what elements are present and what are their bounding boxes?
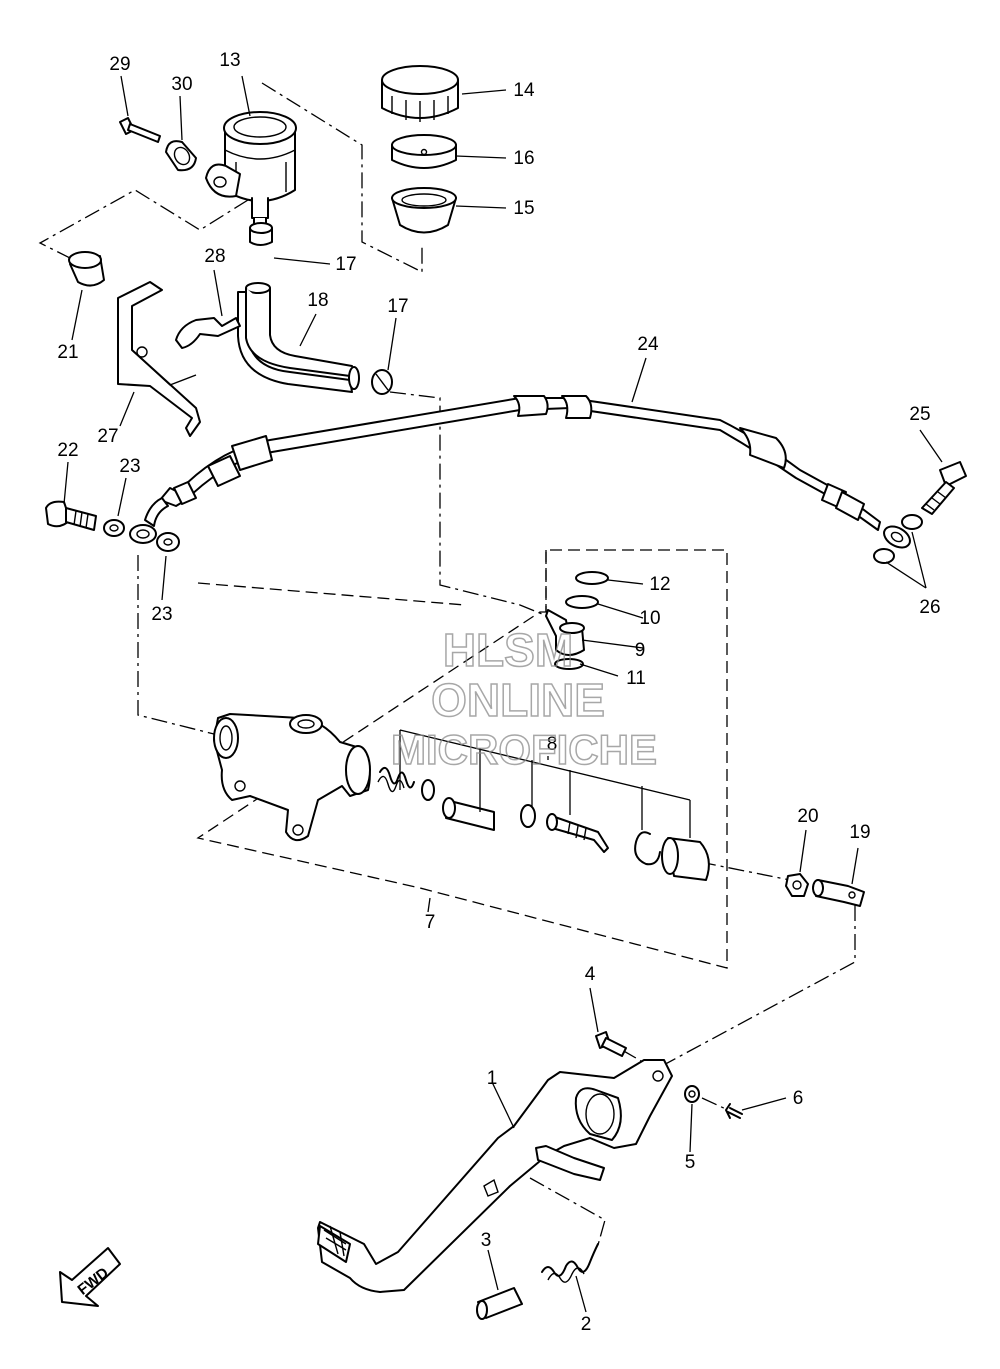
forward-direction-arrow bbox=[59, 1247, 121, 1307]
bracket-clip bbox=[175, 317, 241, 349]
callout-28: 28 bbox=[204, 246, 225, 267]
callout-10: 10 bbox=[639, 608, 660, 629]
push-rod bbox=[546, 813, 609, 853]
washer-right-b bbox=[873, 548, 895, 564]
seal-a bbox=[421, 779, 435, 801]
master-cylinder-group-outline bbox=[196, 549, 728, 969]
return-spring-b bbox=[547, 1267, 585, 1283]
grommet bbox=[165, 140, 197, 172]
callout-7: 7 bbox=[425, 912, 436, 933]
return-spring bbox=[541, 1243, 599, 1277]
callout-16: 16 bbox=[513, 148, 534, 169]
seal-b bbox=[520, 804, 536, 828]
reservoir-hose bbox=[237, 282, 360, 393]
callout-30: 30 bbox=[171, 74, 192, 95]
piston bbox=[442, 797, 495, 831]
callout-8: 8 bbox=[547, 734, 558, 755]
group-8-leader bbox=[399, 729, 691, 838]
watermark-line-2: ONLINE bbox=[431, 674, 605, 726]
washer-right-a bbox=[901, 514, 923, 530]
callout-25: 25 bbox=[909, 404, 930, 425]
rod-to-clevis-leader bbox=[699, 861, 791, 881]
callout-12: 12 bbox=[649, 574, 670, 595]
leader-lines bbox=[63, 75, 943, 1313]
dust-boot bbox=[661, 837, 710, 881]
washer-left-a bbox=[103, 519, 125, 537]
clevis-to-pedal-leader bbox=[657, 905, 856, 1069]
union-bolt-left bbox=[45, 500, 97, 531]
callout-17-lower: 17 bbox=[387, 296, 408, 317]
circlip bbox=[634, 831, 661, 866]
hose-union-leader bbox=[389, 391, 553, 619]
watermark-line-3: MICROFICHE bbox=[391, 726, 657, 773]
reservoir-cap bbox=[381, 65, 459, 122]
callout-24: 24 bbox=[637, 334, 659, 355]
callout-6: 6 bbox=[793, 1088, 804, 1109]
pedal-sleeve bbox=[476, 1287, 523, 1320]
callout-4: 4 bbox=[585, 964, 596, 985]
callout-23-lower: 23 bbox=[151, 604, 172, 625]
hose-clip-upper bbox=[249, 222, 273, 246]
callout-27: 27 bbox=[97, 426, 118, 447]
callout-22: 22 bbox=[57, 440, 78, 461]
callout-13: 13 bbox=[219, 50, 240, 71]
reservoir-leader bbox=[261, 82, 423, 274]
callout-29: 29 bbox=[109, 54, 130, 75]
washer-left-b bbox=[156, 532, 180, 552]
union-bolt-right bbox=[921, 461, 967, 515]
spring-leader bbox=[529, 1177, 606, 1246]
callout-26: 26 bbox=[919, 597, 940, 618]
oring-12 bbox=[575, 571, 609, 585]
washer-left-a-hole bbox=[109, 524, 119, 532]
pin-washer bbox=[684, 1085, 700, 1103]
hose-clip-lower bbox=[371, 369, 393, 395]
brake-pedal bbox=[317, 1059, 673, 1293]
bracket-leader bbox=[38, 189, 249, 263]
brake-hose bbox=[129, 395, 911, 549]
bolt-to-pedal-leader bbox=[621, 1049, 649, 1066]
oring-11 bbox=[554, 658, 584, 670]
collar bbox=[68, 251, 105, 287]
callout-3: 3 bbox=[481, 1230, 492, 1251]
master-cylinder-body bbox=[213, 713, 371, 842]
clevis bbox=[812, 879, 865, 907]
callout-2: 2 bbox=[581, 1314, 592, 1335]
oring-10 bbox=[565, 595, 599, 609]
callout-20: 20 bbox=[797, 806, 818, 827]
callout-18: 18 bbox=[307, 290, 328, 311]
washer-left-b-hole bbox=[163, 538, 173, 546]
pin-washer-hole bbox=[688, 1090, 696, 1098]
reservoir-bolt bbox=[119, 117, 161, 143]
callout-15: 15 bbox=[513, 198, 534, 219]
watermark-line-1: HLSM bbox=[443, 624, 573, 676]
callout-19: 19 bbox=[849, 822, 870, 843]
callout-14: 14 bbox=[513, 80, 535, 101]
piston-spring bbox=[379, 766, 415, 789]
locknut bbox=[785, 873, 809, 897]
banjo-leader bbox=[137, 555, 219, 736]
reservoir-bracket bbox=[117, 281, 201, 437]
reservoir-tank bbox=[205, 111, 297, 235]
callout-5: 5 bbox=[685, 1152, 696, 1173]
cotter-leader bbox=[701, 1097, 729, 1111]
hose-joint bbox=[545, 609, 585, 656]
callout-21: 21 bbox=[57, 342, 78, 363]
callout-11: 11 bbox=[626, 668, 646, 689]
cotter-pin bbox=[725, 1103, 743, 1119]
callout-23-upper: 23 bbox=[119, 456, 140, 477]
diaphragm bbox=[391, 187, 457, 234]
diaphragm-plate bbox=[391, 134, 457, 169]
callout-9: 9 bbox=[635, 640, 646, 661]
callout-1: 1 bbox=[487, 1068, 498, 1089]
pedal-pivot-bolt bbox=[595, 1031, 627, 1057]
callout-17-upper: 17 bbox=[335, 254, 356, 275]
